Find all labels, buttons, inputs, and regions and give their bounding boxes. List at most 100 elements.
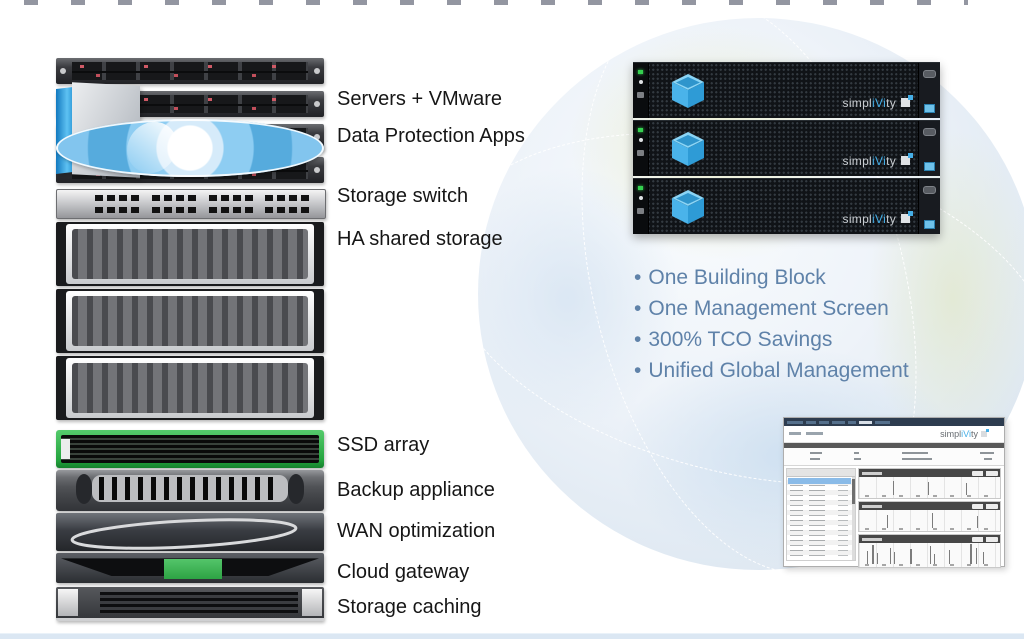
port-label: [924, 220, 935, 229]
mgmt-body: [784, 466, 1004, 568]
rack-label-storage-caching: Storage caching: [337, 596, 482, 618]
wan-optimization-unit: [56, 513, 324, 551]
logo-text: simpl: [940, 429, 962, 439]
appliance-control-strip: [633, 179, 649, 234]
appliance-rear-panel: [918, 63, 940, 118]
rack-label-wan-optimization: WAN optimization: [337, 520, 496, 542]
mgmt-text-placeholder: [810, 452, 822, 454]
power-led-icon: [638, 70, 643, 74]
cd-disc-icon: [56, 119, 324, 177]
chart-spike: [977, 516, 979, 528]
port-label: [924, 162, 935, 171]
cloud-gateway-unit: [56, 553, 324, 583]
slide-bottom-strip: [0, 633, 1024, 639]
mgmt-link-placeholder: [806, 432, 823, 435]
mgmt-nav-bar: [784, 418, 1004, 426]
mgmt-chart-plot: [859, 543, 1000, 567]
logo-text-accent: iVi: [872, 212, 887, 226]
appliance-control-strip: [633, 63, 649, 118]
logo-text: ty: [886, 212, 896, 226]
shelf-drive-slots: [72, 229, 308, 279]
rack-label-data-protection: Data Protection Apps: [337, 125, 525, 147]
benefit-item: •300% TCO Savings: [634, 328, 1019, 359]
chart-spike: [877, 553, 879, 564]
chart-spike: [928, 481, 930, 495]
bullet-icon: •: [634, 297, 642, 320]
storage-caching-vents: [100, 592, 298, 613]
rack-label-ssd-array: SSD array: [337, 434, 430, 456]
rack-label-backup-appliance: Backup appliance: [337, 479, 495, 501]
appliance-control-strip: [633, 121, 649, 176]
vga-port-icon: [923, 70, 936, 78]
simplivity-cube-mark-icon: [901, 211, 913, 223]
port-label: [924, 104, 935, 113]
power-led-icon: [638, 128, 643, 132]
logo-text: ty: [970, 429, 978, 439]
mgmt-text-placeholder: [902, 458, 932, 460]
mgmt-nav-tab: [787, 420, 803, 424]
mgmt-chart-panel: [858, 468, 1001, 499]
ssd-array-face: [61, 435, 319, 463]
power-button-icon: [638, 138, 643, 142]
benefit-text: Unified Global Management: [648, 359, 909, 382]
chart-spike: [983, 552, 985, 564]
storage-switch-unit: [56, 189, 326, 219]
rack-label-cloud-gateway: Cloud gateway: [337, 561, 470, 583]
port-group: [95, 195, 143, 213]
mgmt-nav-tab: [819, 420, 829, 424]
mgmt-chart-header: [859, 469, 1000, 477]
simplivity-cube-mark-icon: [981, 429, 989, 437]
simplivity-cube-mark-icon: [901, 153, 913, 165]
cloud-gateway-green-panel: [164, 559, 222, 580]
logo-text-accent: iVi: [961, 429, 971, 439]
power-button-icon: [638, 196, 643, 200]
chart-axis-ticks: [865, 564, 998, 566]
mgmt-nav-tab: [806, 420, 816, 424]
mgmt-charts: [858, 468, 1001, 570]
cube-icon: [672, 74, 704, 108]
benefit-text: 300% TCO Savings: [648, 328, 833, 351]
chart-axis-ticks: [865, 495, 998, 497]
mgmt-text-placeholder: [902, 452, 928, 454]
chart-spike: [976, 548, 978, 564]
chart-spike: [894, 552, 896, 564]
rack-label-servers-vmware: Servers + VMware: [337, 88, 503, 110]
mgmt-chart-panel: [858, 534, 1001, 568]
port-group: [151, 195, 200, 213]
mgmt-text-placeholder: [984, 458, 992, 460]
mgmt-nav-tab: [859, 420, 872, 424]
cube-icon: [672, 132, 704, 166]
mgmt-text-placeholder: [854, 458, 861, 460]
mgmt-link-placeholder: [789, 432, 801, 435]
chart-spike: [909, 549, 912, 564]
disk-shelf-unit: [56, 222, 324, 286]
cropped-heading-remnant: [24, 0, 968, 5]
port-group: [208, 195, 257, 213]
backup-appliance-unit: [56, 470, 324, 511]
logo-text: ty: [886, 96, 896, 110]
chart-spike: [970, 544, 973, 564]
legacy-rack-stack: [56, 57, 326, 623]
mgmt-data-table: [786, 468, 856, 561]
chart-spike: [871, 544, 874, 564]
mgmt-scrollbar: [852, 477, 855, 560]
benefit-text: One Building Block: [648, 266, 826, 289]
mgmt-text-placeholder: [810, 458, 820, 460]
cube-icon: [672, 190, 704, 224]
mgmt-text-placeholder: [980, 452, 994, 454]
chart-spike: [892, 480, 894, 495]
benefit-list: •One Building Block •One Management Scre…: [634, 266, 1019, 390]
mgmt-nav-tab: [832, 420, 845, 424]
chart-spike: [932, 513, 934, 528]
drive-led-row: [96, 107, 284, 111]
shelf-drive-slots: [72, 296, 308, 346]
vga-port-icon: [923, 128, 936, 136]
panel-knob: [637, 150, 644, 156]
rack-label-ha-storage: HA shared storage: [337, 228, 503, 250]
ssd-array-unit: [56, 430, 324, 468]
